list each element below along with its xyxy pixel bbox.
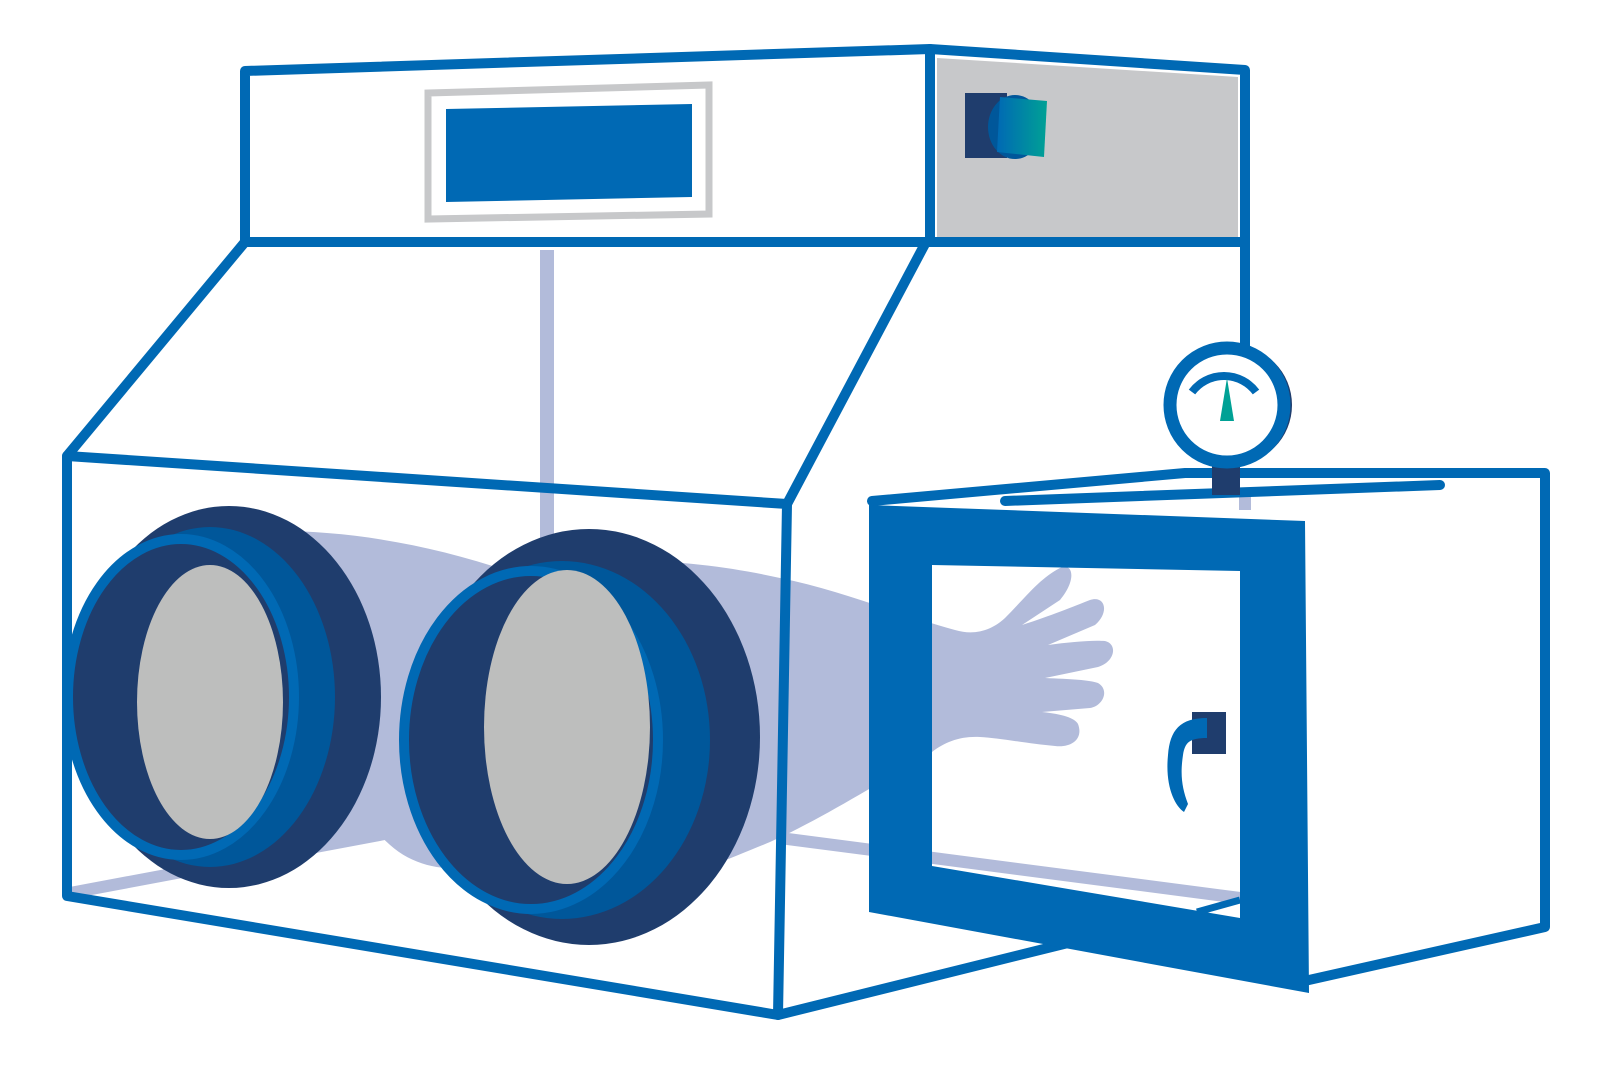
antechamber-door-icon[interactable] xyxy=(869,505,1309,993)
cabinet-top-box xyxy=(240,44,1250,247)
antechamber-door-inner-edge xyxy=(1196,896,1241,916)
gauge-scale xyxy=(1188,372,1260,395)
glove-port-left-window xyxy=(137,565,283,839)
display-window xyxy=(424,81,713,223)
antechamber-box xyxy=(867,468,1550,987)
display-window-screen xyxy=(446,104,692,202)
door-handle-icon[interactable] xyxy=(1167,712,1226,812)
cabinet-right-slant xyxy=(782,237,931,509)
cabinet-left-slant xyxy=(62,237,250,461)
glove-port-icon-right[interactable] xyxy=(399,529,760,945)
interior-floor-edge-right xyxy=(779,832,1241,904)
gauge-needle xyxy=(1220,378,1234,421)
control-switch-icon[interactable] xyxy=(965,93,1047,159)
door-handle-grip[interactable] xyxy=(1167,718,1207,812)
glove-port-right-window xyxy=(484,570,650,884)
antechamber-door-frame[interactable] xyxy=(869,505,1309,993)
pressure-gauge-icon xyxy=(1163,341,1292,495)
glove-port-icon-left[interactable] xyxy=(63,506,381,888)
cabinet-base-right xyxy=(773,937,1077,1020)
switch-lever[interactable] xyxy=(997,97,1047,157)
display-window-frame xyxy=(424,81,713,223)
